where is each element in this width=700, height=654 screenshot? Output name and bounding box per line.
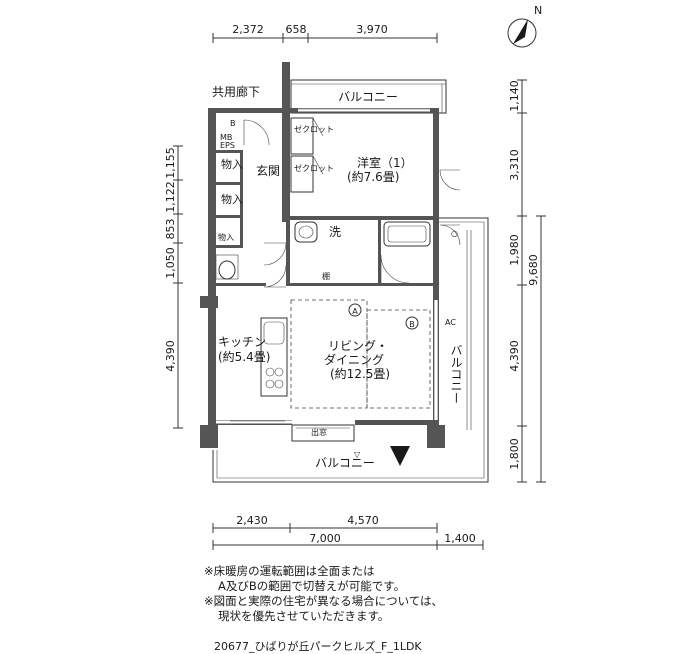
dim-left-1: 1,155 [164,147,177,179]
living-label-1: リビング・ [328,339,388,353]
zone-b-ref: B [248,579,257,593]
dim-bottom-3: 7,000 [309,532,341,545]
zone-a-marker: A [352,307,358,316]
balcony-top-label: バルコニー [338,90,398,104]
closet-2-label: ゼクロット [294,163,334,173]
room-labels: 共用廊下 バルコニー バルコニー 洋室（1） (約7.6畳) 玄関 物入 物入 … [212,84,463,470]
dim-bottom-4: 1,400 [444,532,476,545]
dim-right-2: 3,310 [508,149,521,181]
balcony-bottom-label: バルコニー [315,456,375,470]
note-line-1: ※床暖房の運転範囲は全面または [204,564,375,578]
dim-bottom-1: 2,430 [236,514,268,527]
note-line-4: 現状を優先させていただきます。 [218,609,390,623]
sink-icon [263,321,285,345]
stove-burner-icon [274,367,284,377]
dim-bottom-2: 4,570 [347,514,379,527]
closets [290,117,324,193]
windows: ▽ [216,108,439,459]
zone-b-marker: B [409,320,415,329]
heating-zones: A B [290,299,431,409]
dim-right-3: 1,980 [508,234,521,266]
bay-window-label: 出窓 [311,427,327,437]
down-arrow-icon [390,446,410,466]
zone-b-outline [366,309,431,409]
dim-right-1: 1,140 [508,80,521,112]
dim-top-3: 3,970 [356,23,388,36]
bathroom [215,221,431,280]
living-label-2: ダイニング [324,352,384,367]
dim-left-2: 1,122 [164,181,177,213]
dim-right-5: 1,800 [508,438,521,470]
kitchen-label: キッチン [218,335,266,349]
toilet-icon [218,260,236,280]
living-size: (約12.5畳) [330,366,390,381]
b-label: B [230,119,236,128]
stove-burner-icon [274,379,284,389]
zone-a-outline [290,299,368,409]
dim-left-5: 4,390 [164,340,177,372]
stove-burner-icon [265,367,275,377]
storage-2-label: 物入 [221,192,243,206]
bedroom-label: 洋室（1） [357,155,413,170]
footer-caption: 20677_ひばりが丘パークヒルズ_F_1LDK [214,640,422,653]
left-dimensions: 1,155 1,122 853 1,050 4,390 [164,145,183,429]
zone-a-ref: A [218,579,226,593]
stove-burner-icon [265,379,275,389]
kitchen-counter [260,317,288,397]
dim-left-4: 1,050 [164,247,177,279]
bottom-dimensions: 2,430 4,570 7,000 1,400 [212,514,484,550]
mb-label: MB [220,133,232,142]
kitchen-size: (約5.4畳) [218,349,270,364]
svg-text:▽: ▽ [354,450,361,459]
note-line-2-end: の範囲で切替えが可能です。 [256,579,406,593]
dim-right-total: 9,680 [527,254,540,286]
wash-label: 洗 [329,225,341,239]
storage-1-label: 物入 [221,157,243,171]
bedroom-size: (約7.6畳) [347,169,399,184]
shelf-label: 棚 [322,271,330,281]
dim-top-1: 2,372 [232,23,264,36]
svg-text:○: ○ [451,229,458,238]
right-dimensions: 1,140 3,310 1,980 4,390 1,800 9,680 [508,79,546,483]
ac-label: AC [445,318,456,327]
balcony-right-label: バルコニー [449,344,463,404]
corridor-label: 共用廊下 [212,84,260,99]
notes: ※床暖房の運転範囲は全面または A及びBの範囲で切替えが可能です。 ※図面と実際… [204,564,674,624]
note-line-3: ※図面と実際の住宅が異なる場合については、 [204,594,444,608]
dim-right-4: 4,390 [508,340,521,372]
storage-3-label: 物入 [218,232,234,242]
compass-label: N [534,4,542,17]
note-line-2-mid: 及び [225,579,249,593]
note-line-2: A及びBの範囲で切替えが可能です。 [204,579,674,594]
dim-left-3: 853 [164,219,177,240]
top-dimensions: 2,372 658 3,970 [212,23,438,43]
closet-1-label: ゼクロット [294,124,334,134]
compass-arrow-icon [513,19,528,44]
entrance-label: 玄関 [256,163,280,178]
compass: N [507,4,542,48]
eps-label: EPS [220,141,235,150]
dim-top-2: 658 [286,23,307,36]
doors [243,119,461,288]
